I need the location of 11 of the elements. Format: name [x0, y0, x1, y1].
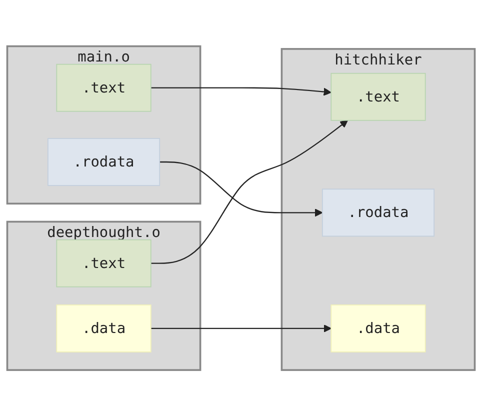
arrow [160, 161, 323, 216]
arrow [150, 120, 348, 264]
node-box: .rodata [322, 188, 434, 236]
arrow [150, 324, 332, 332]
arrow [150, 87, 332, 96]
node-box: .text [56, 239, 152, 288]
node-box: .data [56, 304, 152, 352]
node-box: .text [330, 72, 426, 121]
node-box: .data [330, 304, 426, 352]
node-box: .rodata [48, 138, 160, 186]
node-box: .text [56, 64, 152, 112]
